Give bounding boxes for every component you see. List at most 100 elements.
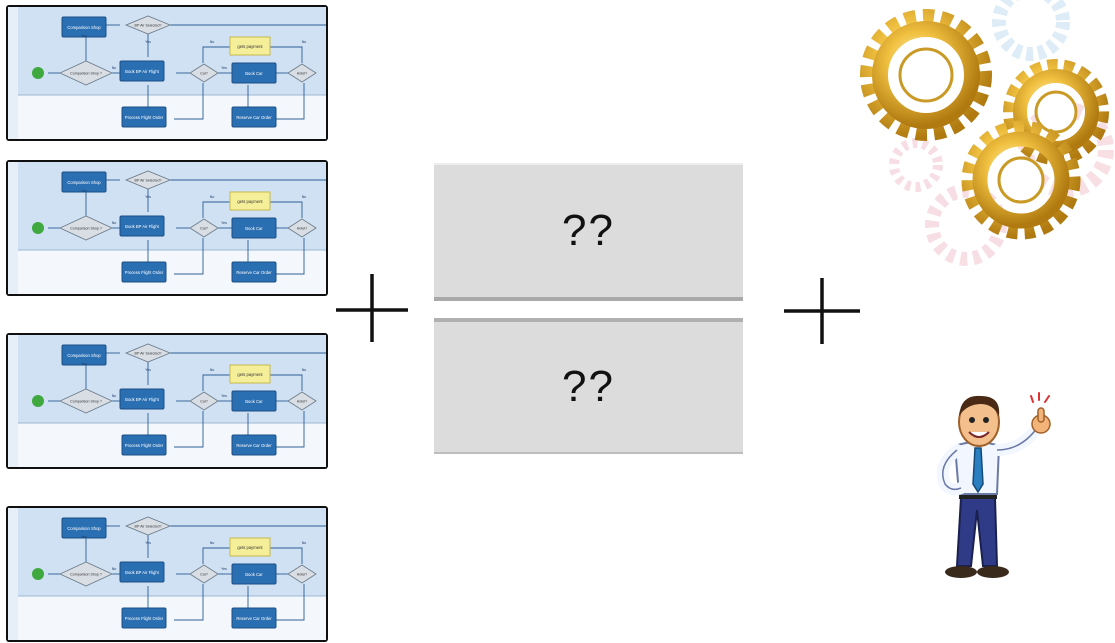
swimlane: [8, 596, 326, 640]
swimlane: [8, 508, 326, 596]
swimlane: [8, 423, 326, 467]
edge-label: Yes: [221, 567, 227, 571]
edge-label: Yes: [81, 362, 87, 366]
decision-comparison-shop: [58, 60, 114, 86]
decision-hotel-label: Hotel?: [297, 573, 307, 577]
process-flight-order: [121, 106, 167, 128]
note-gets-payment-label: gets payment: [237, 199, 263, 204]
thumbs-up-businessman-icon: [936, 392, 1051, 578]
note-gets-payment-label: gets payment: [237, 44, 263, 49]
decision-car-label: Car?: [200, 72, 208, 76]
process-book-car-label: Book Car: [245, 572, 263, 577]
process-book-flight-label: Book BP Air Flight: [125, 397, 160, 402]
decision-bp-air-selected: [124, 343, 172, 363]
decision-bp-air-selected-label: BP Air Selected?: [135, 525, 162, 529]
edge-label: No: [112, 567, 117, 571]
process-book-car-label: Book Car: [245, 71, 263, 76]
start-node: [32, 222, 44, 234]
process-book-car: [231, 390, 277, 412]
process-book-car-label: Book Car: [245, 226, 263, 231]
process-book-flight-label: Book BP Air Flight: [125, 570, 160, 575]
decision-car: [189, 218, 219, 238]
decision-bp-air-selected-label: BP Air Selected?: [135, 179, 162, 183]
decision-car: [189, 391, 219, 411]
edge-label: No: [210, 40, 215, 44]
edge-label: Yes: [221, 221, 227, 225]
swimlane: [8, 335, 326, 423]
process-flight-order-label: Process Flight Order: [125, 616, 164, 621]
decision-comparison-shop-label: Comparison Shop ?: [70, 573, 102, 577]
process-book-flight: [119, 561, 165, 583]
decision-bp-air-selected: [124, 516, 172, 536]
unknown-box-top-label: ??: [562, 206, 615, 255]
process-book-flight: [119, 388, 165, 410]
process-book-car: [231, 217, 277, 239]
swimlane: [8, 7, 326, 95]
start-node: [32, 67, 44, 79]
decision-hotel: [287, 391, 317, 411]
decision-bp-air-selected: [124, 15, 172, 35]
process-flight-order: [121, 607, 167, 629]
edge-label: No: [112, 394, 117, 398]
plus-icon: [784, 278, 860, 344]
edge-label: No: [210, 368, 215, 372]
decision-hotel: [287, 218, 317, 238]
decision-car: [189, 63, 219, 83]
decision-comparison-shop: [58, 561, 114, 587]
decision-hotel-label: Hotel?: [297, 72, 307, 76]
process-comparison-shop: [61, 171, 107, 193]
edge-label: No: [302, 541, 307, 545]
process-reserve-car-order-label: Reserve Car Order: [236, 443, 272, 448]
process-reserve-car-order-label: Reserve Car Order: [236, 270, 272, 275]
decision-comparison-shop-label: Comparison Shop ?: [70, 227, 102, 231]
process-comparison-shop: [61, 16, 107, 38]
process-reserve-car-order: [231, 607, 277, 629]
decision-car-label: Car?: [200, 573, 208, 577]
note-gets-payment: [229, 36, 271, 56]
process-comparison-shop-label: Comparison Shop: [67, 353, 101, 358]
decision-bp-air-selected-label: BP Air Selected?: [135, 352, 162, 356]
process-flight-order-label: Process Flight Order: [125, 115, 164, 120]
decision-comparison-shop-label: Comparison Shop ?: [70, 72, 102, 76]
edge-label: No: [302, 40, 307, 44]
process-book-car: [231, 563, 277, 585]
edge-label: Yes: [221, 66, 227, 70]
edge-label: No: [112, 221, 117, 225]
process-book-car-label: Book Car: [245, 399, 263, 404]
edge-label: No: [302, 195, 307, 199]
start-node: [32, 395, 44, 407]
edge-label: Yes: [145, 368, 151, 372]
edge-label: Yes: [81, 34, 87, 38]
edge-label: Yes: [81, 189, 87, 193]
process-reserve-car-order: [231, 434, 277, 456]
decision-hotel-label: Hotel?: [297, 400, 307, 404]
swimlane: [8, 95, 326, 139]
process-comparison-shop-label: Comparison Shop: [67, 25, 101, 30]
process-book-flight: [119, 60, 165, 82]
decision-bp-air-selected-label: BP Air Selected?: [135, 24, 162, 28]
decision-comparison-shop-label: Comparison Shop ?: [70, 400, 102, 404]
edge-label: Yes: [221, 394, 227, 398]
edge-label: No: [210, 541, 215, 545]
unknown-box-bottom-label: ??: [562, 362, 615, 411]
unknown-box-top: ??: [434, 163, 743, 301]
decision-hotel-label: Hotel?: [297, 227, 307, 231]
swimlane: [8, 250, 326, 294]
note-gets-payment-label: gets payment: [237, 545, 263, 550]
process-book-flight: [119, 215, 165, 237]
process-reserve-car-order-label: Reserve Car Order: [236, 115, 272, 120]
decision-comparison-shop: [58, 388, 114, 414]
decision-comparison-shop: [58, 215, 114, 241]
process-flight-order: [121, 261, 167, 283]
process-flight-order-label: Process Flight Order: [125, 443, 164, 448]
unknown-box-bottom: ??: [434, 318, 743, 454]
decision-car-label: Car?: [200, 400, 208, 404]
edge-label: Yes: [145, 195, 151, 199]
